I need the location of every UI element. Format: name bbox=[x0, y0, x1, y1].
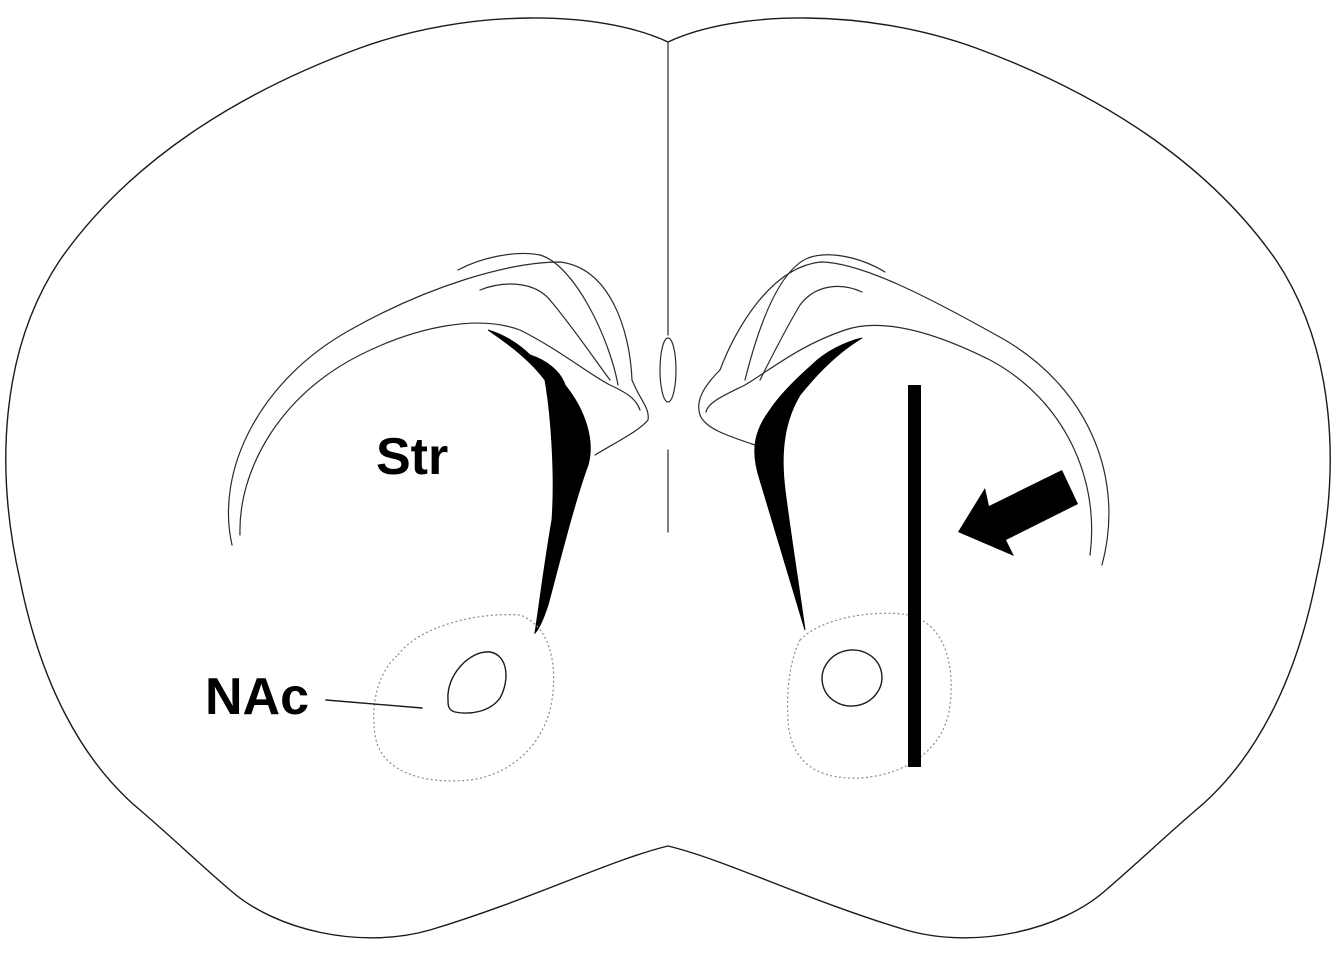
right-lateral-ventricle bbox=[755, 338, 862, 630]
right-corpus-callosum-outer bbox=[699, 262, 1109, 565]
striatum-label: Str bbox=[376, 428, 448, 486]
left-corpus-callosum-outer bbox=[228, 262, 648, 545]
left-nac-boundary bbox=[374, 615, 554, 781]
right-nac-boundary bbox=[788, 613, 952, 778]
right-anterior-commissure bbox=[818, 645, 887, 711]
probe-track-bar bbox=[908, 385, 921, 767]
nac-label: NAc bbox=[205, 668, 309, 726]
nac-leader-line bbox=[326, 700, 422, 708]
left-lateral-ventricle bbox=[488, 330, 590, 633]
pointer-arrow-icon bbox=[958, 470, 1078, 556]
left-anterior-commissure bbox=[448, 652, 506, 713]
right-cingulum bbox=[745, 255, 885, 380]
midline-ellipse bbox=[660, 338, 676, 402]
